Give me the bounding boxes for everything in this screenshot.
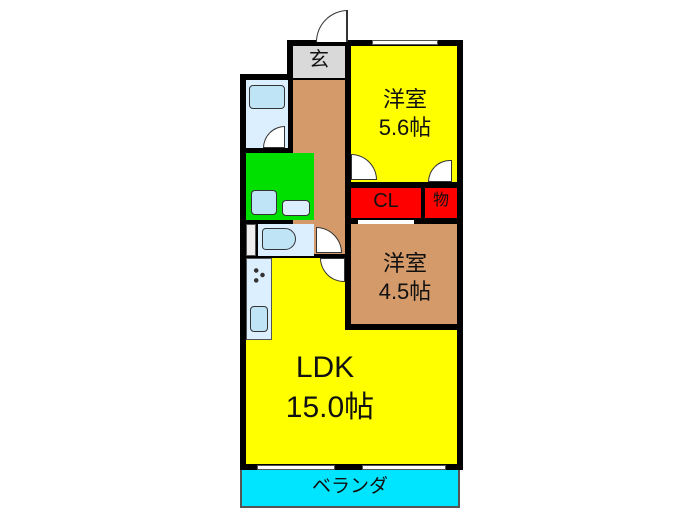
window-room1 xyxy=(372,40,438,45)
western-room-2-name-repeat: 洋室 xyxy=(382,251,427,276)
entrance xyxy=(293,46,345,78)
kitchen-sink-icon xyxy=(250,306,268,332)
sink-icon xyxy=(282,200,310,216)
bathtub-icon xyxy=(249,85,285,109)
storage-label: 物 xyxy=(432,192,449,209)
window-toilet xyxy=(246,224,256,256)
western-room-1-size: 5.6帖 xyxy=(378,115,432,140)
closet xyxy=(351,188,421,218)
entrance-door[interactable] xyxy=(316,10,348,42)
entrance-label: 玄 xyxy=(309,49,329,71)
western-room-1 xyxy=(351,46,457,182)
closet-label: CL xyxy=(373,190,399,212)
ldk-name: LDK xyxy=(295,351,355,384)
stove-icon xyxy=(252,266,266,284)
balcony-label: ベランダ xyxy=(311,476,388,497)
window-ldk-1 xyxy=(257,465,335,470)
western-room-2-size-repeat: 4.5帖 xyxy=(378,279,432,304)
window-ldk-2 xyxy=(362,465,446,470)
toilet-icon xyxy=(262,228,296,250)
western-room-2-lower xyxy=(351,258,457,324)
closet-doors[interactable] xyxy=(358,220,414,224)
ldk-size: 15.0帖 xyxy=(285,391,375,424)
washing-machine-icon xyxy=(251,190,277,215)
storage xyxy=(425,188,457,218)
western-room-1-name: 洋室 xyxy=(382,87,427,112)
